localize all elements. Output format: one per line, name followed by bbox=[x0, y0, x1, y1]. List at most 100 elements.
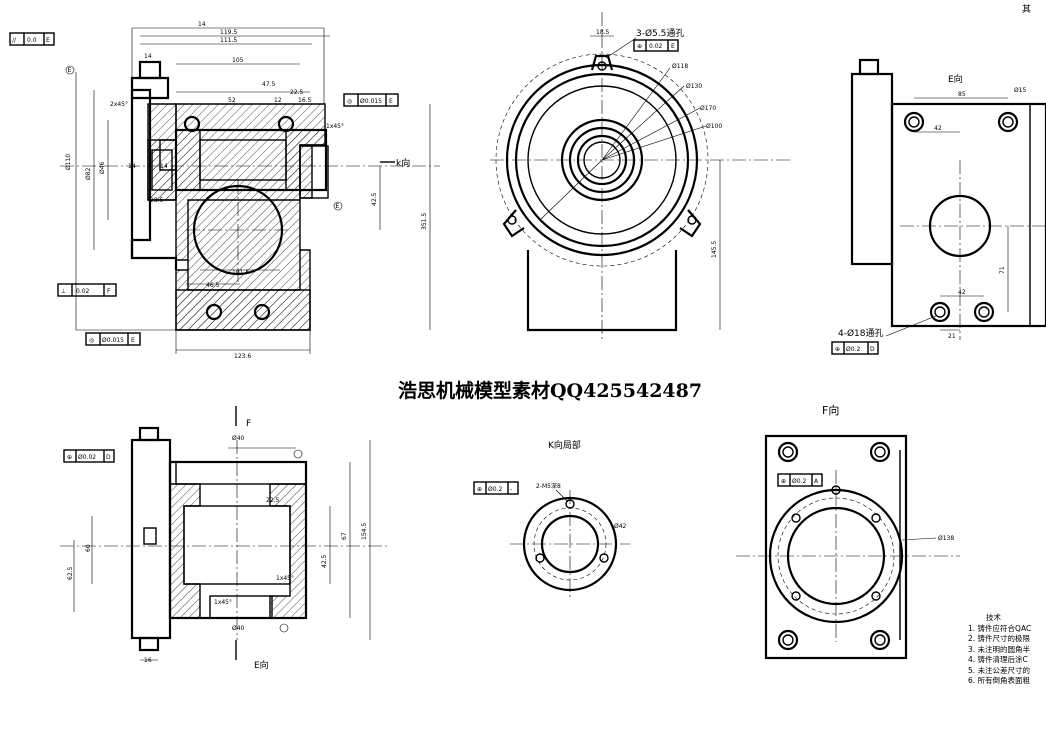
svg-text:D: D bbox=[106, 454, 111, 461]
svg-text:Ø0.2: Ø0.2 bbox=[846, 346, 860, 353]
svg-text:Ø138: Ø138 bbox=[938, 535, 954, 542]
watermark-text: 浩思机械模型素材QQ425542487 bbox=[398, 380, 703, 402]
svg-text:Ø130: Ø130 bbox=[686, 83, 702, 90]
svg-text:145.5: 145.5 bbox=[711, 241, 718, 258]
svg-text:F: F bbox=[246, 419, 251, 429]
svg-text:Ø0.2: Ø0.2 bbox=[488, 486, 502, 493]
svg-text:42: 42 bbox=[958, 289, 966, 296]
svg-text:E: E bbox=[68, 67, 72, 74]
svg-text:3-Ø5.5通孔: 3-Ø5.5通孔 bbox=[636, 28, 684, 39]
svg-text:⊕: ⊕ bbox=[67, 454, 72, 461]
svg-text:14: 14 bbox=[128, 163, 136, 170]
svg-text:12: 12 bbox=[274, 97, 282, 104]
svg-text:22.5: 22.5 bbox=[266, 497, 280, 504]
svg-text:14: 14 bbox=[144, 53, 152, 60]
svg-text:46.5: 46.5 bbox=[206, 282, 220, 289]
f-view: F向 Ø138 bbox=[736, 403, 960, 660]
svg-text:111.5: 111.5 bbox=[220, 37, 237, 44]
svg-text://: // bbox=[12, 37, 17, 44]
svg-text:2-M5深8: 2-M5深8 bbox=[536, 482, 561, 490]
svg-text:E: E bbox=[336, 203, 340, 210]
svg-text:28.5: 28.5 bbox=[150, 197, 164, 204]
svg-text:4-Ø18通孔: 4-Ø18通孔 bbox=[838, 328, 884, 339]
svg-text:Ø42: Ø42 bbox=[614, 523, 627, 530]
svg-text:14: 14 bbox=[198, 21, 206, 28]
svg-text:⊥: ⊥ bbox=[61, 288, 66, 295]
svg-text:52: 52 bbox=[228, 97, 236, 104]
tol-frame-pos-f: ⊕ Ø0.2 A bbox=[777, 473, 823, 487]
svg-text:42: 42 bbox=[934, 125, 942, 132]
svg-text:Ø170: Ø170 bbox=[700, 105, 716, 112]
svg-text:E: E bbox=[389, 98, 393, 105]
svg-text:1x45°: 1x45° bbox=[214, 599, 232, 606]
svg-text:67: 67 bbox=[341, 532, 348, 540]
svg-text:E向: E向 bbox=[254, 659, 269, 671]
tech-notes-heading: 技术 bbox=[986, 613, 1001, 622]
svg-text:60: 60 bbox=[85, 544, 92, 552]
svg-text:62.5: 62.5 bbox=[67, 566, 74, 580]
svg-text:⊕: ⊕ bbox=[781, 478, 786, 485]
svg-text:21: 21 bbox=[948, 333, 956, 340]
tol-frame-pos-k: ⊕ Ø0.2 - bbox=[473, 481, 519, 495]
svg-text:47.5: 47.5 bbox=[262, 81, 276, 88]
main-section-view: 14 119.5 111.5 105 47.5 22.5 52 12 16.5 … bbox=[60, 21, 440, 360]
svg-text:Ø40: Ø40 bbox=[232, 435, 245, 442]
k-view-arrow: k向 bbox=[380, 157, 410, 169]
svg-text:Ø110: Ø110 bbox=[65, 154, 72, 170]
svg-text:42.5: 42.5 bbox=[321, 554, 328, 568]
svg-text:Ø0.2: Ø0.2 bbox=[792, 478, 806, 485]
svg-text:0.02: 0.02 bbox=[649, 43, 663, 50]
svg-text:123.6: 123.6 bbox=[234, 353, 251, 360]
tech-note-3: 3. 未注明的圆角半 bbox=[968, 644, 1031, 654]
svg-text:14: 14 bbox=[160, 163, 168, 170]
svg-text:2x45°: 2x45° bbox=[110, 101, 128, 108]
svg-text:1x45°: 1x45° bbox=[276, 575, 294, 582]
svg-text:F: F bbox=[107, 288, 111, 295]
svg-text:42.5: 42.5 bbox=[371, 192, 378, 206]
svg-text:Ø46: Ø46 bbox=[99, 161, 106, 174]
svg-text:E: E bbox=[46, 37, 50, 44]
k-local-view: K向局部 2-M5深8 Ø42 bbox=[510, 439, 630, 600]
tol-frame-pos-bottom-left: ◎ Ø0.015 E bbox=[85, 332, 141, 346]
svg-text:Ø0.015: Ø0.015 bbox=[360, 98, 382, 105]
corner-text: 其 bbox=[1022, 5, 1032, 15]
svg-text:Ø15: Ø15 bbox=[1014, 87, 1027, 94]
svg-text:22.5: 22.5 bbox=[290, 89, 304, 96]
bottom-section-view: 154.5 67 42.5 62.5 60 22.5 1x45° 1x45° Ø… bbox=[60, 406, 390, 671]
svg-text:Ø0.02: Ø0.02 bbox=[78, 454, 96, 461]
svg-text:16.5: 16.5 bbox=[298, 97, 312, 104]
svg-text:Ø82: Ø82 bbox=[85, 167, 92, 180]
svg-text:105: 105 bbox=[232, 57, 244, 64]
svg-text:E: E bbox=[671, 43, 675, 50]
svg-text:D: D bbox=[870, 346, 875, 353]
svg-text:16: 16 bbox=[144, 657, 152, 664]
svg-text:Ø100: Ø100 bbox=[706, 123, 722, 130]
svg-text:◎: ◎ bbox=[347, 98, 352, 105]
svg-text:0.02: 0.02 bbox=[76, 288, 90, 295]
e-view: 85 42 42 21 71 E向 Ø15 4-Ø18通孔 bbox=[838, 58, 1046, 340]
svg-text:Ø40: Ø40 bbox=[232, 625, 245, 632]
svg-text:k向: k向 bbox=[396, 157, 410, 169]
svg-text:⊕: ⊕ bbox=[477, 486, 482, 493]
tol-frame-pos-section: ⊕ Ø0.02 D bbox=[63, 449, 115, 463]
svg-text:Ø118: Ø118 bbox=[672, 63, 688, 70]
front-view: 18.5 Ø118 Ø130 Ø170 Ø100 145.5 3-Ø5.5通孔 bbox=[490, 12, 790, 340]
svg-text:154.5: 154.5 bbox=[361, 523, 368, 540]
tech-note-4: 4. 铸件清理后涂C bbox=[968, 655, 1028, 664]
tech-note-6: 6. 所有倒角表面粗 bbox=[968, 676, 1031, 685]
svg-text:A: A bbox=[814, 478, 819, 485]
svg-text:18.5: 18.5 bbox=[596, 29, 610, 36]
svg-text:◎: ◎ bbox=[89, 337, 94, 344]
svg-text:101.5: 101.5 bbox=[232, 269, 249, 276]
svg-text:F向: F向 bbox=[822, 403, 839, 417]
svg-text:0.0: 0.0 bbox=[27, 37, 37, 44]
svg-text:Ø0.015: Ø0.015 bbox=[102, 337, 124, 344]
svg-text:K向局部: K向局部 bbox=[548, 439, 581, 451]
tol-frame-perp: ⊥ 0.02 F bbox=[57, 283, 117, 297]
svg-text:E向: E向 bbox=[948, 73, 963, 85]
technical-notes: 技术 1. 铸件应符合QAC 2. 铸件尺寸的极限 3. 未注明的圆角半 4. … bbox=[968, 613, 1046, 687]
tech-note-1: 1. 铸件应符合QAC bbox=[968, 623, 1032, 633]
svg-text:1x45°: 1x45° bbox=[326, 123, 344, 130]
svg-text:⊕: ⊕ bbox=[637, 43, 642, 50]
